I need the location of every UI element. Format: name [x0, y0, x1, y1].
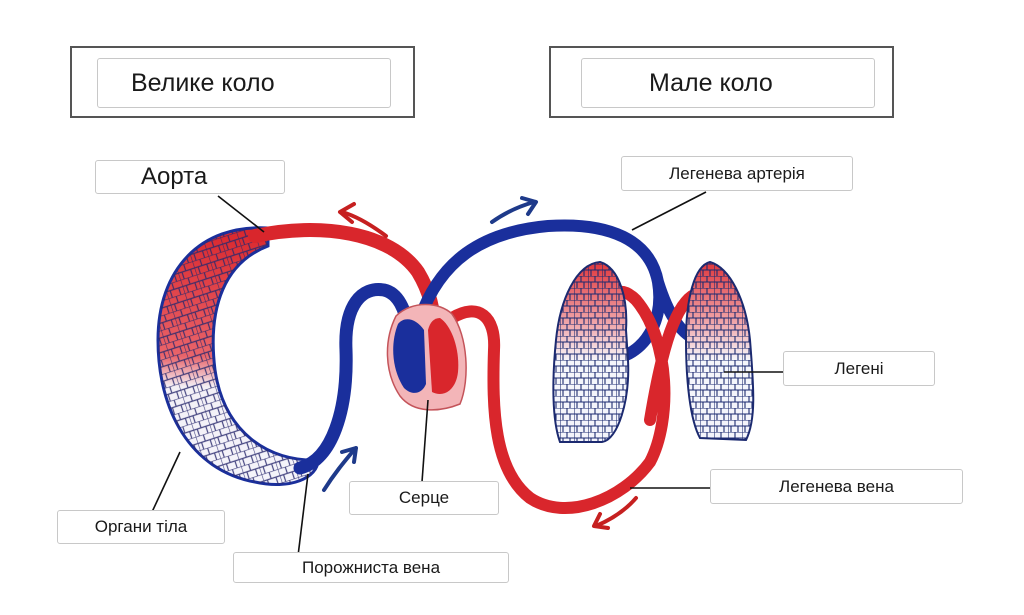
label-pulmonary-artery: Легенева артерія: [621, 156, 853, 191]
leader-body-organs: [151, 451, 181, 513]
label-body-organs: Органи тіла: [57, 510, 225, 544]
arrow-vena-cava: [322, 446, 358, 492]
arrow-pulmonary-artery: [490, 196, 538, 224]
leader-aorta: [217, 195, 265, 233]
vena-cava-vessel: [293, 283, 415, 475]
flow-arrows: [322, 196, 638, 530]
label-pulmonary-vein: Легенева вена: [710, 469, 963, 504]
systemic-circulation-box: Велике коло: [97, 58, 391, 108]
heart: [386, 303, 467, 411]
arrow-aorta: [338, 202, 388, 238]
systemic-circulation-title: Велике коло: [131, 68, 275, 97]
label-heart: Серце: [349, 481, 499, 515]
leader-heart: [421, 399, 429, 483]
body-organs-capillaries: [156, 226, 320, 487]
pulmonary-circulation-frame: Мале коло: [549, 46, 894, 118]
pulmonary-circulation-box: Мале коло: [581, 58, 875, 108]
lungs: [552, 260, 755, 443]
arrow-pulmonary-vein: [592, 496, 638, 530]
label-aorta: Аорта: [95, 160, 285, 194]
pulmonary-circulation-title: Мале коло: [649, 68, 773, 97]
label-vena-cava: Порожниста вена: [233, 552, 509, 583]
pulmonary-vein-vessel: [446, 285, 698, 514]
leader-vena-cava: [297, 473, 309, 557]
leader-pulmonary-artery: [631, 191, 707, 231]
systemic-circulation-frame: Велике коло: [70, 46, 415, 118]
label-lungs: Легені: [783, 351, 935, 386]
leader-lines: [151, 191, 784, 557]
